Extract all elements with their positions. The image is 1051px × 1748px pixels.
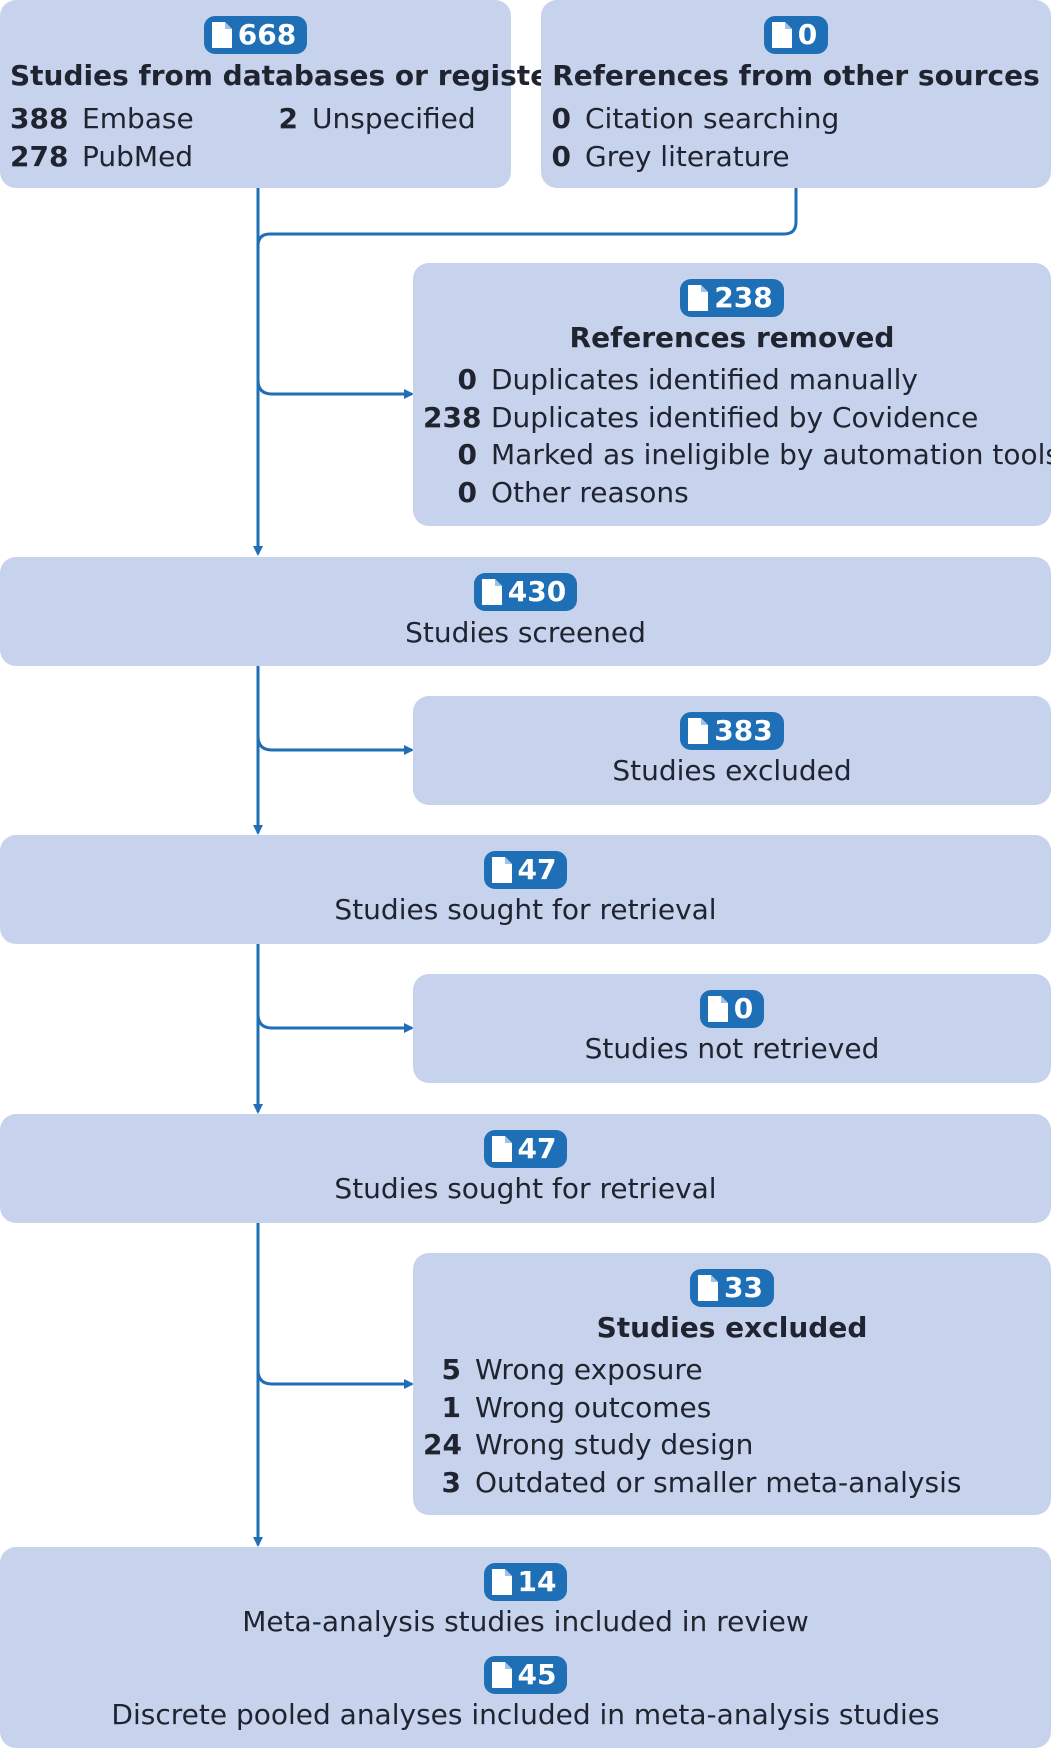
count-badge: 47 bbox=[483, 851, 568, 889]
excluded-screening-count: 383 bbox=[714, 714, 773, 747]
sought-retrieval-1-label: Studies sought for retrieval bbox=[334, 893, 717, 926]
included-studies-label: Meta-analysis studies included in review bbox=[242, 1605, 809, 1638]
screened-label: Studies screened bbox=[405, 616, 646, 649]
count-badge: 45 bbox=[483, 1656, 568, 1694]
sought-retrieval-2-label: Studies sought for retrieval bbox=[334, 1172, 717, 1205]
dup-manual-label: Duplicates identified manually bbox=[491, 363, 918, 396]
outdated-count: 3 bbox=[441, 1465, 461, 1499]
automation-count: 0 bbox=[457, 438, 477, 471]
document-icon bbox=[481, 579, 502, 605]
included-analyses-count: 45 bbox=[517, 1658, 557, 1691]
sought-retrieval-box-2: 47 Studies sought for retrieval bbox=[0, 1114, 1051, 1223]
sought-retrieval-2-count: 47 bbox=[517, 1132, 557, 1165]
document-icon bbox=[491, 1136, 512, 1162]
count-badge: 33 bbox=[690, 1269, 774, 1307]
sought-retrieval-1-count: 47 bbox=[517, 853, 557, 886]
dup-manual-count: 0 bbox=[457, 363, 477, 396]
count-badge: 668 bbox=[203, 16, 308, 54]
other-reasons-count: 0 bbox=[457, 475, 477, 509]
branch-arrow-excluded-full bbox=[256, 1369, 414, 1389]
document-icon bbox=[491, 1569, 512, 1595]
pubmed-count: 278 bbox=[10, 139, 69, 173]
excluded-screening-box: 383 Studies excluded bbox=[413, 696, 1051, 805]
count-badge: 14 bbox=[483, 1563, 568, 1601]
branch-arrow-removed bbox=[256, 379, 414, 399]
databases-count: 668 bbox=[237, 18, 297, 51]
databases-title: Studies from databases or registers bbox=[10, 59, 580, 92]
dup-covidence-count: 238 bbox=[423, 400, 482, 434]
pubmed-label: PubMed bbox=[82, 139, 194, 173]
other-sources-title: References from other sources bbox=[552, 59, 1040, 92]
outdated-label: Outdated or smaller meta-analysis bbox=[475, 1465, 962, 1499]
not-retrieved-count: 0 bbox=[733, 992, 754, 1025]
excluded-full-text-title: Studies excluded bbox=[596, 1311, 868, 1344]
document-icon bbox=[491, 857, 512, 883]
removed-count: 238 bbox=[714, 281, 773, 314]
citation-label: Citation searching bbox=[585, 102, 840, 135]
dup-covidence-label: Duplicates identified by Covidence bbox=[491, 400, 979, 434]
unspecified-label: Unspecified bbox=[312, 102, 476, 135]
count-badge: 383 bbox=[680, 712, 784, 750]
excluded-full-text-box: 33 Studies excluded 5 Wrong exposure 1 W… bbox=[413, 1253, 1051, 1515]
branch-arrow-excluded bbox=[256, 735, 414, 755]
merge-line bbox=[256, 188, 798, 247]
screened-box: 430 Studies screened bbox=[0, 557, 1051, 666]
wrong-outcomes-count: 1 bbox=[441, 1390, 461, 1424]
other-sources-box: 0 References from other sources 0 Citati… bbox=[541, 0, 1051, 188]
excluded-full-text-count: 33 bbox=[724, 1271, 763, 1304]
citation-count: 0 bbox=[551, 102, 571, 135]
grey-lit-label: Grey literature bbox=[585, 139, 790, 173]
count-badge: 430 bbox=[473, 573, 578, 611]
wrong-exposure-label: Wrong exposure bbox=[475, 1353, 703, 1386]
not-retrieved-box: 0 Studies not retrieved bbox=[413, 974, 1051, 1083]
wrong-design-label: Wrong study design bbox=[475, 1428, 754, 1461]
included-box: 14 Meta-analysis studies included in rev… bbox=[0, 1547, 1051, 1748]
document-icon bbox=[211, 22, 232, 48]
document-icon bbox=[491, 1662, 512, 1688]
branch-arrow-not-retrieved bbox=[256, 1013, 414, 1033]
document-icon bbox=[688, 718, 709, 744]
count-badge: 47 bbox=[483, 1130, 568, 1168]
excluded-screening-label: Studies excluded bbox=[612, 754, 852, 787]
not-retrieved-label: Studies not retrieved bbox=[584, 1032, 880, 1065]
document-icon bbox=[698, 1275, 719, 1301]
screened-count: 430 bbox=[507, 575, 567, 608]
wrong-exposure-count: 5 bbox=[441, 1353, 461, 1386]
wrong-outcomes-label: Wrong outcomes bbox=[475, 1390, 712, 1424]
count-badge: 238 bbox=[680, 279, 784, 317]
databases-box: 668 Studies from databases or registers … bbox=[0, 0, 580, 188]
count-badge: 0 bbox=[763, 16, 829, 54]
unspecified-count: 2 bbox=[278, 102, 298, 135]
references-removed-box: 238 References removed 0 Duplicates iden… bbox=[413, 263, 1051, 526]
included-studies-count: 14 bbox=[517, 1565, 557, 1598]
other-sources-count: 0 bbox=[797, 18, 818, 51]
other-reasons-label: Other reasons bbox=[491, 475, 689, 509]
wrong-design-count: 24 bbox=[423, 1428, 462, 1461]
embase-label: Embase bbox=[82, 102, 194, 135]
document-icon bbox=[771, 22, 792, 48]
removed-title: References removed bbox=[569, 321, 895, 354]
document-icon bbox=[688, 285, 709, 311]
embase-count: 388 bbox=[10, 102, 69, 135]
count-badge: 0 bbox=[699, 990, 765, 1028]
document-icon bbox=[707, 996, 728, 1022]
automation-label: Marked as ineligible by automation tools bbox=[491, 438, 1051, 471]
grey-lit-count: 0 bbox=[551, 139, 571, 173]
sought-retrieval-box-1: 47 Studies sought for retrieval bbox=[0, 835, 1051, 944]
included-analyses-label: Discrete pooled analyses included in met… bbox=[111, 1698, 940, 1731]
